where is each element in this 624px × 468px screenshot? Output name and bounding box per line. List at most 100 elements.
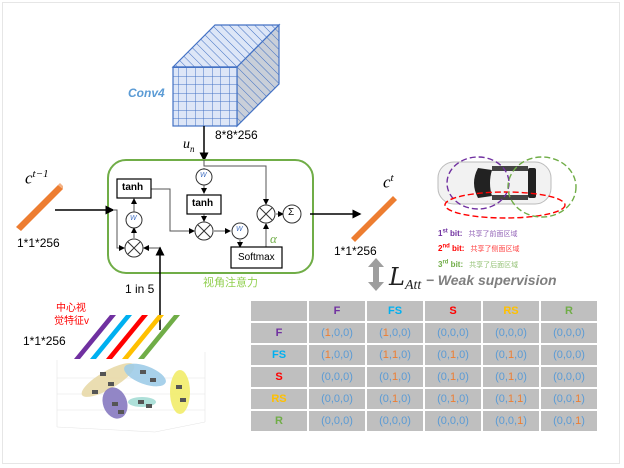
rear-region-ellipse: [507, 156, 577, 218]
feature-scatter-plot: [56, 352, 206, 433]
next-state-sup: t: [390, 172, 394, 184]
car-top-view: [437, 161, 552, 205]
car-legend-desc: 共享了后面区域: [469, 261, 519, 269]
table-cell: (0,1,0): [425, 367, 481, 387]
view-feature-bar: [74, 315, 116, 359]
attention-module-box: [107, 159, 314, 274]
view-feature-bar: [106, 315, 148, 359]
table-cell: (0,0,0): [309, 367, 365, 387]
selector-label: 1 in 5: [125, 282, 155, 296]
table-cell: (1,0,0): [367, 323, 423, 343]
sum-node: [282, 204, 302, 224]
tanh-center-label: tanh: [192, 198, 214, 209]
prev-state-sup: t−1: [32, 168, 49, 180]
sum-symbol: Σ: [288, 207, 295, 218]
view-caption-line1: 中心视: [56, 303, 86, 314]
table-row: R(0,0,0)(0,0,0)(0,0,0)(0,0,1)(0,0,1): [251, 411, 597, 431]
table-cell: (0,0,1): [483, 411, 539, 431]
table-cell: (0,1,0): [367, 367, 423, 387]
row-header: F: [251, 323, 307, 343]
prev-state-bar: [16, 183, 63, 231]
column-header: RS: [483, 301, 539, 321]
conv4-label: Conv4: [128, 86, 165, 100]
column-header: S: [425, 301, 481, 321]
view-feature-bar: [90, 315, 132, 359]
tanh-box-left: [116, 178, 152, 199]
car-legend-desc: 共享了前面区域: [468, 230, 518, 238]
table-cell: (0,0,0): [483, 323, 539, 343]
table-cell: (0,0,0): [309, 411, 365, 431]
table-row: FS(1,0,0)(1,1,0)(0,1,0)(0,1,0)(0,0,0): [251, 345, 597, 365]
row-header: S: [251, 367, 307, 387]
alpha-label: α: [270, 231, 277, 246]
next-state-label: ct: [383, 172, 394, 193]
next-state-dims: 1*1*256: [334, 244, 377, 258]
view-feature-bar: [138, 315, 180, 359]
side-region-ellipse: [444, 191, 566, 219]
table-cell: (0,1,1): [483, 389, 539, 409]
view-feature-bar: [122, 315, 164, 359]
car-legend-desc: 共享了侧面区域: [470, 246, 520, 254]
table-row: RS(0,0,0)(0,1,0)(0,1,0)(0,1,1)(0,0,1): [251, 389, 597, 409]
tanh-box-center: [186, 194, 222, 215]
weight-node: [125, 211, 143, 229]
prev-state-label: ct−1: [25, 168, 49, 189]
row-header: RS: [251, 389, 307, 409]
next-state-bar: [351, 196, 397, 242]
un-label: un: [183, 137, 195, 154]
table-cell: (0,0,1): [541, 411, 597, 431]
table-cell: (0,1,0): [425, 345, 481, 365]
loss-subscript: Att: [404, 278, 422, 294]
row-header: FS: [251, 345, 307, 365]
un-subscript: n: [190, 143, 195, 154]
view-dims-label: 1*1*256: [23, 334, 66, 348]
view-feature-bars: [74, 315, 180, 359]
table-cell: (0,0,0): [425, 411, 481, 431]
table-cell: (0,0,0): [541, 345, 597, 365]
table-cell: (0,1,0): [483, 345, 539, 365]
table-corner-cell: [251, 301, 307, 321]
table-cell: (1,0,0): [309, 345, 365, 365]
table-cell: (0,1,0): [483, 367, 539, 387]
table-cell: (0,0,0): [541, 367, 597, 387]
tanh-left-label: tanh: [122, 182, 144, 193]
table-cell: (0,0,0): [309, 389, 365, 409]
car-legend-bit: 3rd bit:: [438, 259, 464, 269]
column-header: F: [309, 301, 365, 321]
figure-frame: [2, 2, 620, 464]
attention-caption: 视角注意力: [203, 277, 258, 289]
column-header: R: [541, 301, 597, 321]
table-cell: (0,1,0): [425, 389, 481, 409]
weight-label: W: [130, 215, 137, 222]
multiply-node: [256, 204, 276, 224]
car-legend-item: 1st bit: 共享了前面区域: [438, 225, 519, 241]
next-state-symbol: c: [383, 172, 391, 192]
prev-state-symbol: c: [25, 168, 33, 188]
view-caption-line2: 觉特征v: [54, 316, 89, 327]
table-cell: (0,0,0): [541, 323, 597, 343]
softmax-label: Softmax: [238, 252, 275, 263]
table-cell: (0,0,1): [541, 389, 597, 409]
loss-label: LAtt − Weak supervision: [389, 263, 557, 294]
car-legend-item: 3rd bit: 共享了后面区域: [438, 256, 519, 272]
table-cell: (0,1,0): [367, 389, 423, 409]
table-cell: (1,0,0): [309, 323, 365, 343]
weight-label: W: [236, 226, 243, 233]
weight-node: [231, 222, 249, 240]
car-legend-bit: 1st bit:: [438, 228, 463, 238]
un-symbol: u: [183, 137, 190, 152]
column-header: FS: [367, 301, 423, 321]
table-cell: (0,0,0): [425, 323, 481, 343]
table-row: S(0,0,0)(0,1,0)(0,1,0)(0,1,0)(0,0,0): [251, 367, 597, 387]
table-row: F(1,0,0)(1,0,0)(0,0,0)(0,0,0)(0,0,0): [251, 323, 597, 343]
table-cell: (1,1,0): [367, 345, 423, 365]
car-legend-bit: 2nd bit:: [438, 243, 465, 254]
row-header: R: [251, 411, 307, 431]
weight-node: [195, 168, 213, 186]
double-arrow-icon: [368, 258, 384, 291]
table-cell: (0,0,0): [367, 411, 423, 431]
multiply-node: [124, 238, 144, 258]
